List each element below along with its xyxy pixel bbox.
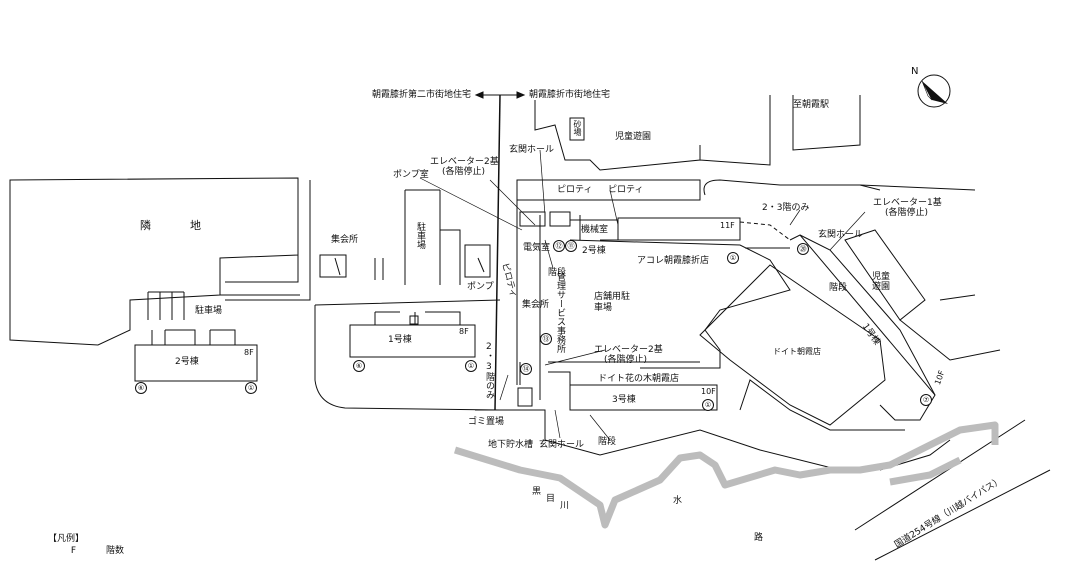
elevator-1-label: エレベーター1基	[873, 198, 942, 208]
mgmt-office-label: 管理サービス事務所	[555, 272, 565, 353]
east-2-building-shape	[617, 217, 741, 241]
river-label-1: 黒	[532, 487, 542, 497]
east-3-num-b: ⑬	[540, 333, 552, 345]
east-3-num-a: ⑭	[520, 363, 532, 375]
pilotis-2-label: ピロティ	[608, 185, 644, 195]
west-2-floors: 8F	[244, 348, 254, 357]
playground-right-shape	[844, 229, 926, 321]
west-1-floors: 8F	[459, 327, 469, 336]
east-2-num-c: ①	[727, 252, 739, 264]
sand-pit-label: 砂場	[573, 120, 582, 136]
main-road	[314, 299, 501, 411]
east-1-num-a: ⑳	[797, 243, 809, 255]
entrance-hall-right-label: 玄関ホール	[818, 230, 864, 240]
north-arrow-icon	[917, 74, 951, 108]
arrow-left-label: 朝霞膝折第二市街地住宅	[372, 90, 472, 100]
children-playground-right-label: 児童遊園	[872, 272, 891, 292]
garbage-label: ゴミ置場	[468, 417, 505, 427]
stairs-1-label: 階段	[548, 268, 567, 278]
west-2-num-left: ⑥	[135, 382, 147, 394]
parking-mid-outline	[404, 189, 461, 285]
pump-room-label: ポンプ室	[393, 170, 429, 180]
legend: 【凡例】 F 階数	[48, 533, 124, 557]
east-3-name: 3号棟	[612, 395, 636, 405]
floors-23-b-1: 2	[486, 342, 492, 352]
stairs-2-label: 階段	[598, 437, 617, 447]
west-1-num-left: ⑥	[353, 360, 365, 372]
elevator-2-top-label: エレベーター2基	[430, 157, 499, 167]
sand-pit-shape	[569, 117, 585, 141]
east-3-building-shape	[569, 384, 718, 411]
legend-key: F	[70, 546, 76, 556]
to-station-label: 至朝霞駅	[793, 100, 830, 110]
west-road	[220, 180, 311, 301]
meeting-hall-mid-label: 集会所	[522, 300, 550, 310]
elevator-2-mid-sub-label: (各階停止)	[604, 355, 648, 365]
boundary-arrow	[474, 91, 526, 99]
route-254	[854, 419, 1051, 561]
west-2-name: 2号棟	[175, 357, 199, 367]
parking-left-label: 駐車場	[195, 306, 223, 316]
legend-desc: 階数	[106, 546, 125, 556]
store-wood-label: ドイト花の木朝霞店	[598, 374, 680, 384]
arrow-right-label: 朝霞膝折市街地住宅	[529, 90, 611, 100]
river-label-3: 川	[560, 501, 570, 511]
meeting-hall-left-shape	[319, 254, 347, 278]
stairs-3-label: 階段	[829, 283, 848, 293]
elevator-2-top-sub-label: (各階停止)	[442, 167, 486, 177]
east-2-name: 2号棟	[582, 246, 606, 256]
store-acore-label: アコレ朝霞膝折店	[637, 256, 710, 266]
east-2-floors: 11F	[720, 221, 735, 230]
west-1-building-shape	[349, 324, 476, 358]
west-2-num-right: ①	[245, 382, 257, 394]
east-3-num-c: ①	[702, 399, 714, 411]
electric-room-label: 電気室	[523, 243, 551, 253]
east-1-building-shape	[789, 234, 936, 421]
west-parking-stalls	[147, 291, 185, 320]
water-channel	[453, 421, 999, 529]
parking-mid-label: 駐車場	[415, 222, 425, 249]
east-2-num-b: ⑪	[565, 240, 577, 252]
west-1-name: 1号棟	[388, 335, 412, 345]
west-1-num-right: ①	[465, 360, 477, 372]
elevator-2-mid-label: エレベーター2基	[594, 345, 663, 355]
floors-23-b-3: 3	[486, 362, 492, 372]
elevator-1-sub-label: (各階停止)	[885, 208, 929, 218]
east-1-num-b: ⑦	[920, 394, 932, 406]
river-label-2: 目	[546, 494, 556, 504]
pilotis-1-label: ピロティ	[557, 185, 593, 195]
store-main-label: ドイト朝霞店	[773, 347, 821, 356]
legend-title: 【凡例】	[48, 534, 85, 544]
floors-23-b-2: ・	[486, 352, 496, 362]
vacant-lot-outline	[9, 177, 299, 346]
vacant-lot-label: 隣 地	[140, 219, 215, 232]
water-label-2: 路	[754, 533, 764, 543]
west-2-building-shape	[134, 344, 258, 382]
doit-store-shape	[699, 264, 886, 426]
district-boundary	[494, 94, 501, 411]
east-2-num-a: ⑫	[553, 240, 565, 252]
water-label-1: 水	[673, 496, 683, 506]
entrance-hall-top-label: 玄関ホール	[509, 145, 555, 155]
floors-23-b-4: 階のみ	[484, 372, 494, 399]
machine-room-label: 機械室	[581, 225, 609, 235]
meeting-hall-left-label: 集会所	[331, 235, 359, 245]
store-parking-label: 店舗用駐車場	[594, 292, 631, 313]
compass-letter: N	[911, 66, 919, 77]
pump-label: ポンプ	[467, 282, 494, 292]
entrance-hall-bottom-label: 玄関ホール	[539, 440, 585, 450]
underground-tank-label: 地下貯水槽	[488, 440, 534, 450]
east-3-floors: 10F	[701, 387, 716, 396]
children-playground-top-label: 児童遊園	[615, 132, 652, 142]
floors-23-a-label: 2・3階のみ	[762, 203, 810, 213]
